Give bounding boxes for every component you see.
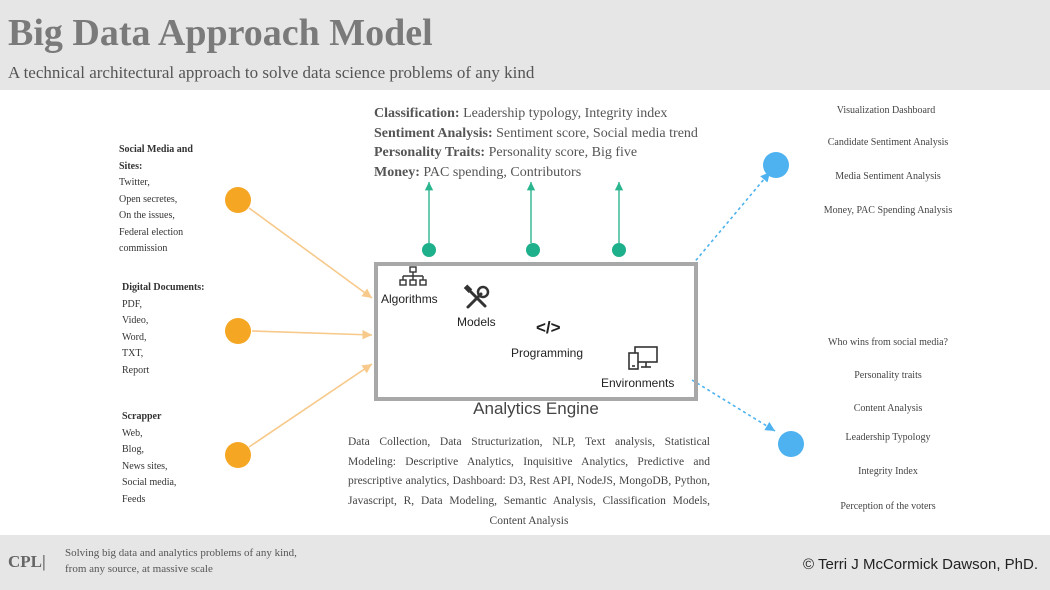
flowchart-icon xyxy=(399,266,427,286)
source-digital-documents: Digital Documents: PDF, Video, Word, TXT… xyxy=(122,280,205,379)
output-item: Perception of the voters xyxy=(840,501,936,512)
technologies-description: Data Collection, Data Structurization, N… xyxy=(348,436,710,527)
engine-component-models: Models xyxy=(457,315,496,329)
source-item: PDF, xyxy=(122,298,143,310)
analytics-engine-label: Analytics Engine xyxy=(473,399,599,418)
source-heading: Digital Documents: xyxy=(122,282,205,293)
source-connector-documents xyxy=(251,329,373,340)
output-item: Who wins from social media? xyxy=(828,337,948,348)
analysis-item-money: Money: PAC spending, Contributors xyxy=(374,164,582,180)
source-item: Open secretes, xyxy=(119,193,178,205)
analysis-list: Classification: Leadership typology, Int… xyxy=(374,104,698,182)
source-scrapper: Scrapper Web, Blog, News sites, Social m… xyxy=(122,409,176,508)
output-item: Leadership Typology xyxy=(845,432,931,443)
analysis-node-1 xyxy=(422,243,436,257)
source-heading: Scrapper xyxy=(122,411,162,422)
output-connector-top xyxy=(691,171,771,266)
analysis-item-classification: Classification: Leadership typology, Int… xyxy=(374,106,668,121)
source-heading: Social Media and xyxy=(119,144,193,155)
footer-tagline: Solving big data and analytics problems … xyxy=(65,547,297,575)
source-item: Twitter, xyxy=(119,177,150,188)
source-item: Report xyxy=(122,364,150,376)
source-node-documents xyxy=(225,318,251,344)
cpl-logo: CPL| xyxy=(8,552,46,571)
engine-component-environments: Environments xyxy=(601,376,675,390)
source-item: Video, xyxy=(122,315,149,326)
page-title: Big Data Approach Model xyxy=(8,12,433,54)
source-item: TXT, xyxy=(122,348,144,359)
analysis-item-sentiment: Sentiment Analysis: Sentiment score, Soc… xyxy=(374,125,698,141)
source-item: Word, xyxy=(122,331,147,343)
output-item: Media Sentiment Analysis xyxy=(835,171,941,182)
analysis-node-2 xyxy=(526,243,540,257)
source-heading: Sites: xyxy=(119,160,143,172)
output-node-top xyxy=(763,152,789,178)
output-item: Candidate Sentiment Analysis xyxy=(827,137,949,148)
devices-icon xyxy=(628,346,658,370)
analytics-engine-box xyxy=(374,262,698,401)
code-icon: </> xyxy=(536,318,561,337)
source-item: Feeds xyxy=(122,493,146,505)
source-item: Social media, xyxy=(122,477,177,488)
output-item: Visualization Dashboard xyxy=(836,105,936,116)
output-item: Integrity Index xyxy=(858,466,918,477)
output-node-bottom xyxy=(778,431,804,457)
source-connector-social xyxy=(248,207,373,299)
source-item: Blog, xyxy=(122,444,144,455)
source-connector-scrapper xyxy=(248,363,373,448)
source-item: On the issues, xyxy=(119,210,175,221)
page-subtitle: A technical architectural approach to so… xyxy=(8,63,535,82)
tools-icon xyxy=(463,284,490,309)
source-item: Federal election xyxy=(119,226,184,238)
engine-component-algorithms: Algorithms xyxy=(381,292,438,306)
output-item: Personality traits xyxy=(854,370,922,381)
source-item: News sites, xyxy=(122,460,168,472)
footer-band xyxy=(0,535,1050,590)
analysis-item-personality: Personality Traits: Personality score, B… xyxy=(374,145,638,160)
source-social-media: Social Media and Sites: Twitter, Open se… xyxy=(119,142,193,258)
header-band xyxy=(0,0,1050,90)
analysis-node-3 xyxy=(612,243,626,257)
output-connector-bottom xyxy=(691,379,776,432)
output-item: Content Analysis xyxy=(853,403,923,414)
source-item: commission xyxy=(119,243,168,254)
copyright-notice: © Terri J McCormick Dawson, PhD. xyxy=(803,556,1038,573)
source-node-scrapper xyxy=(225,442,251,468)
source-item: Web, xyxy=(122,427,143,439)
engine-component-programming: Programming xyxy=(511,346,584,360)
output-item: Money, PAC Spending Analysis xyxy=(823,205,953,216)
source-node-social xyxy=(225,187,251,213)
